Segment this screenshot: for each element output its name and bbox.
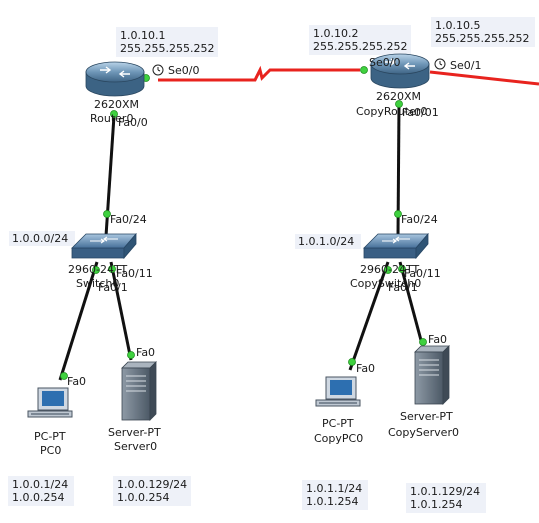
note-server0-ip[interactable]: 1.0.0.129/24 1.0.0.254 xyxy=(113,476,191,506)
note-lan1[interactable]: 1.0.0.0/24 xyxy=(9,231,75,246)
note-ip: 1.0.0.129/24 xyxy=(117,478,187,491)
note-gateway: 1.0.0.254 xyxy=(12,491,64,504)
note-gateway: 1.0.1.254 xyxy=(306,495,358,508)
port-label-sw0-b: Fa0/1 xyxy=(98,281,128,294)
port-label-pc0: Fa0 xyxy=(67,375,86,388)
router0-model: 2620XM xyxy=(94,98,139,111)
port-label-r0-fa: Fa0/0 xyxy=(118,116,148,129)
link-dot-sw0-up xyxy=(103,210,111,218)
server0-model: Server-PT xyxy=(108,426,161,439)
pc1-model: PC-PT xyxy=(322,417,354,430)
note-ip: 1.0.10.1 xyxy=(120,29,165,42)
link-dot-sw1-a xyxy=(384,266,392,274)
port-label-r1-fa: Fa0/01 xyxy=(402,106,439,119)
server0-name: Server0 xyxy=(114,440,157,453)
note-pc0-ip[interactable]: 1.0.0.1/24 1.0.0.254 xyxy=(8,476,74,506)
note-mask: 255.255.255.252 xyxy=(120,42,214,55)
switch-icon xyxy=(363,232,429,260)
port-label-r1-se1: Se0/1 xyxy=(450,59,481,72)
clock-icon xyxy=(434,58,446,70)
port-label-sw1-a: Fa0/11 xyxy=(404,267,441,280)
note-ip: 1.0.1.129/24 xyxy=(410,485,480,498)
server-icon xyxy=(121,361,157,421)
pc0[interactable]: PC-PT PC0 xyxy=(27,387,73,457)
pc0-model: PC-PT xyxy=(34,430,66,443)
switch0-name: Switch0 xyxy=(76,277,119,290)
port-label-r1-se0: Se0/0 xyxy=(369,56,400,69)
serial-link-r0-r1[interactable] xyxy=(158,65,360,82)
port-label-r0-se: Se0/0 xyxy=(168,64,199,77)
link-dot-sw0-a xyxy=(92,266,100,274)
port-label-sw1-up: Fa0/24 xyxy=(401,213,438,226)
link-sw0-pc0[interactable] xyxy=(58,261,99,381)
router-icon xyxy=(85,61,145,97)
server-icon xyxy=(414,345,450,405)
switch0[interactable]: 2960-24TT Switch0 xyxy=(68,232,137,290)
note-lan2-text: 1.0.1.0/24 xyxy=(298,235,354,248)
link-dot-pc0 xyxy=(60,372,68,380)
switch1[interactable]: 2960-24TT CopySwitch0 xyxy=(350,232,429,290)
note-mask: 255.255.255.252 xyxy=(313,40,407,53)
switch1-name: CopySwitch0 xyxy=(350,277,421,290)
link-sw1-pc1[interactable] xyxy=(348,261,390,371)
router1[interactable]: 2620XM CopyRouter0 xyxy=(356,53,446,118)
clock-icon xyxy=(152,64,164,76)
port-labels: Se0/0 Fa0/0 Se0/0 Se0/1 Fa0/01 Fa0/24 Fa… xyxy=(67,56,481,388)
port-label-sw1-b: Fa0/1 xyxy=(388,281,418,294)
link-dot-sw0-b xyxy=(108,265,116,273)
pc0-name: PC0 xyxy=(40,444,61,457)
router1-name: CopyRouter0 xyxy=(356,105,427,118)
router0[interactable]: 2620XM Router0 xyxy=(85,61,164,125)
note-copyserver0-ip[interactable]: 1.0.1.129/24 1.0.1.254 xyxy=(406,483,486,513)
note-gateway: 1.0.1.254 xyxy=(410,498,462,511)
pc-icon xyxy=(315,376,361,407)
note-r2-se0[interactable]: 1.0.10.2 255.255.255.252 xyxy=(309,25,411,55)
link-dot-server1 xyxy=(419,338,427,346)
note-gateway: 1.0.0.254 xyxy=(117,491,169,504)
link-dot-r0-fa xyxy=(110,110,118,118)
link-sw0-server0[interactable] xyxy=(109,261,133,361)
server1-model: Server-PT xyxy=(400,410,453,423)
switch0-model: 2960-24TT xyxy=(68,263,127,276)
pc-icon xyxy=(27,387,73,418)
port-label-pc1: Fa0 xyxy=(356,362,375,375)
port-label-server1: Fa0 xyxy=(428,333,447,346)
note-mask: 255.255.255.252 xyxy=(435,32,529,45)
link-dot-pc1 xyxy=(348,358,356,366)
link-sw1-server1[interactable] xyxy=(398,261,424,345)
note-lan1-text: 1.0.0.0/24 xyxy=(12,232,68,245)
link-dot-sw1-b xyxy=(398,265,406,273)
note-ip: 1.0.10.2 xyxy=(313,27,358,40)
pc1[interactable]: PC-PT CopyPC0 xyxy=(314,376,363,445)
server1[interactable]: Server-PT CopyServer0 xyxy=(388,345,459,439)
note-lan2[interactable]: 1.0.1.0/24 xyxy=(295,234,361,249)
link-dot-r1-se0 xyxy=(360,66,368,74)
link-dot-r1-fa xyxy=(395,100,403,108)
router1-model: 2620XM xyxy=(376,90,421,103)
note-ip: 1.0.10.5 xyxy=(435,19,480,32)
serial-link-r1-out[interactable] xyxy=(429,70,539,86)
port-label-sw0-up: Fa0/24 xyxy=(110,213,147,226)
note-copypc0-ip[interactable]: 1.0.1.1/24 1.0.1.254 xyxy=(302,480,368,510)
server0[interactable]: Server-PT Server0 xyxy=(108,361,161,453)
serial-links xyxy=(158,65,539,86)
link-dot-server0 xyxy=(127,351,135,359)
router-icon xyxy=(370,53,430,89)
port-label-server0: Fa0 xyxy=(136,346,155,359)
note-ip: 1.0.0.1/24 xyxy=(12,478,68,491)
note-ip: 1.0.1.1/24 xyxy=(306,482,362,495)
switch1-model: 2960-24TT xyxy=(360,263,419,276)
note-r2-se1[interactable]: 1.0.10.5 255.255.255.252 xyxy=(431,17,535,47)
switch-icon xyxy=(71,232,137,260)
router0-name: Router0 xyxy=(90,112,133,125)
pc1-name: CopyPC0 xyxy=(314,432,363,445)
server1-name: CopyServer0 xyxy=(388,426,459,439)
note-r1-se0[interactable]: 1.0.10.1 255.255.255.252 xyxy=(116,27,218,57)
port-label-sw0-a: Fa0/11 xyxy=(116,267,153,280)
link-dot-sw1-up xyxy=(394,210,402,218)
ethernet-links xyxy=(58,103,424,381)
